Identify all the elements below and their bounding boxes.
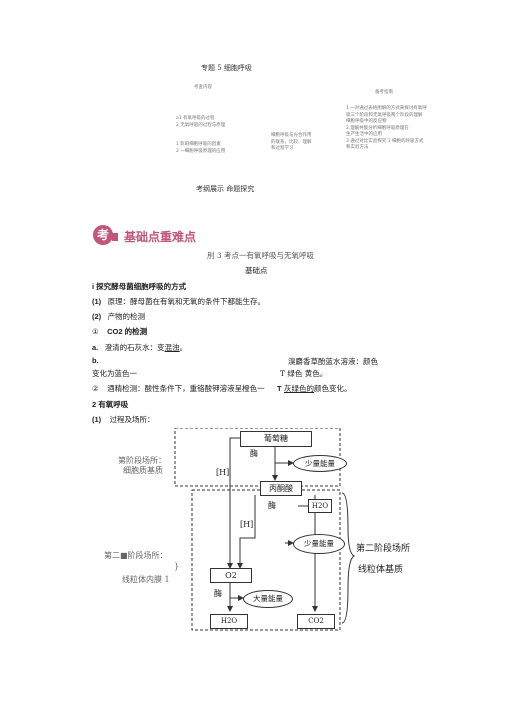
oxygen-box: O2: [210, 568, 252, 583]
small-energy-oval: 少量能量: [293, 455, 347, 472]
co2-output-box: CO2: [297, 614, 335, 629]
list-item: 2.理解并能分析细胞呼吸原理在: [346, 125, 409, 131]
item-b-right: 溴麝香草酚蓝水溶液：颜色: [288, 357, 378, 366]
section-heading: 考纲展示 命题探究: [196, 185, 255, 193]
hydrogen-label: [H]: [216, 468, 230, 477]
item-a: a. 澄清的石灰水：变混浊。: [92, 342, 187, 353]
pencil-icon: [112, 233, 118, 241]
item-number: (1): [92, 297, 102, 306]
co2-heading: ① CO2 的检测: [92, 326, 147, 337]
large-energy-oval: 大量能量: [243, 590, 293, 608]
item-t: T: [277, 384, 282, 393]
paragraph-s2: (1) 过程及场所：: [92, 414, 155, 425]
left-column-list: a1 有氧呼吸的过程 2 无氧呼吸的过程与原理 1 影响细胞呼吸的因素 2 一细…: [176, 116, 225, 155]
respiration-diagram: 葡萄糖 酶 少量能量 [H] 丙酮酸 H2O 酶 [H] 少量能量 O2 酶 大…: [90, 428, 430, 632]
list-item: 和过程学习: [271, 146, 294, 151]
enzyme-label: 酶: [250, 449, 258, 458]
item-number: ①: [92, 327, 99, 336]
list-item: 生产生活中的应用: [346, 132, 382, 137]
stage-1-label: 第阶段场所：: [118, 456, 166, 465]
fill-blank: 混浊: [164, 343, 180, 352]
item-c: ② 酒精检测：酸性条件下，重铬酸钾溶液呈橙色一 T 灰绿色的颜色变化。: [92, 383, 352, 394]
item-end: 颜色变化。: [314, 384, 352, 393]
glucose-box: 葡萄糖: [240, 431, 312, 447]
stage-3-location: 线粒体内膜 1: [122, 575, 170, 584]
item-number: (2): [92, 312, 102, 321]
section-1-title: i 探究酵母菌细胞呼吸的方式: [92, 282, 187, 291]
topic-subheading: 基础点: [245, 266, 268, 275]
item-text: 澄清的石灰水：变: [104, 343, 165, 352]
list-item: 和实验方法: [346, 145, 369, 150]
period: 。: [179, 343, 188, 352]
stage-1-location: 细胞质基质: [123, 466, 163, 475]
list-item: a1 有氧呼吸的过程: [176, 116, 215, 121]
paragraph-text: 产物的检测: [107, 312, 146, 321]
list-item: 细胞呼吸与光合作用: [271, 133, 312, 138]
stage-2-location: 线粒体基质: [358, 565, 404, 575]
water-output-box: H2O: [210, 614, 248, 629]
list-item: 2 无氧呼吸的过程与原理: [176, 122, 226, 128]
banner: 考 基础点重难点: [93, 225, 203, 245]
right-column-list: 1 一对通过表格图解的方式来探讨有氧呼 吸三个阶段和无氧呼吸两个阶段的理解 细胞…: [346, 106, 427, 152]
right-column-head: 备考指南: [375, 90, 393, 95]
stage-3-label: 第二■阶段场所：: [104, 551, 168, 560]
item-label: a.: [92, 343, 99, 352]
middle-column-list: 细胞呼吸与光合作用 的联系，比较、理解 和过程学习: [271, 133, 312, 153]
enzyme-label: 酶: [214, 589, 222, 598]
paragraph-1: (1) 原理：酵母菌在有氧和无氧的条件下都能生存。: [92, 296, 265, 307]
page-title: 专题 5 细胞呼吸: [201, 64, 252, 72]
list-item: 1 一对通过表格图解的方式来探讨有氧呼: [346, 106, 427, 111]
pyruvate-box: 丙酮酸: [260, 481, 302, 496]
fill-blank: 灰绿色的: [284, 384, 314, 393]
hydrogen-label: [H]: [240, 520, 254, 529]
left-column-head: 考查内容: [194, 85, 212, 90]
item-number: ②: [92, 384, 99, 393]
item-text: 酒精检测：酸性条件下，重铬酸钾溶液呈橙色一: [107, 384, 265, 393]
diagram-arrows: [174, 428, 356, 631]
water-input-box: H2O: [308, 499, 332, 513]
banner-badge-text: 考: [96, 228, 109, 242]
co2-title: CO2 的检测: [107, 327, 148, 336]
paragraph-text: 原理：酵母菌在有氧和无氧的条件下都能生存。: [107, 297, 266, 306]
item-b-mid: T 绿色 黄色。: [280, 369, 328, 378]
small-energy-oval: 少量能量: [293, 534, 345, 554]
stage-3-brace: }: [174, 562, 180, 571]
list-item: 2 一细胞呼吸原理的应用: [176, 148, 226, 154]
item-b-left: 变化为蓝色一: [92, 369, 137, 378]
list-item: 3.通过对比实验探究 1 细胞的呼吸方式: [346, 138, 424, 144]
stage-2-label: 第二阶段场所: [356, 544, 411, 554]
paragraph-2: (2) 产物的检测: [92, 311, 145, 322]
topic-heading: 刖 3 考点一有氧呼吸与无氧呼吸: [207, 251, 315, 260]
banner-title: 基础点重难点: [124, 230, 197, 244]
paragraph-text: 过程及场所：: [109, 415, 155, 424]
item-b-label: b.: [92, 356, 99, 365]
list-item: 的联系，比较、理解: [271, 139, 312, 145]
banner-badge: 考: [93, 225, 113, 245]
section-2-title: 2 有氧呼吸: [92, 400, 129, 409]
list-item: 吸三个阶段和无氧呼吸两个阶段的理解: [346, 112, 423, 118]
list-item: 细胞呼吸中的反应物: [346, 119, 387, 124]
list-item: 1 影响细胞呼吸的因素: [176, 142, 221, 147]
item-number: (1): [92, 415, 102, 424]
enzyme-label: 酶: [268, 501, 276, 510]
